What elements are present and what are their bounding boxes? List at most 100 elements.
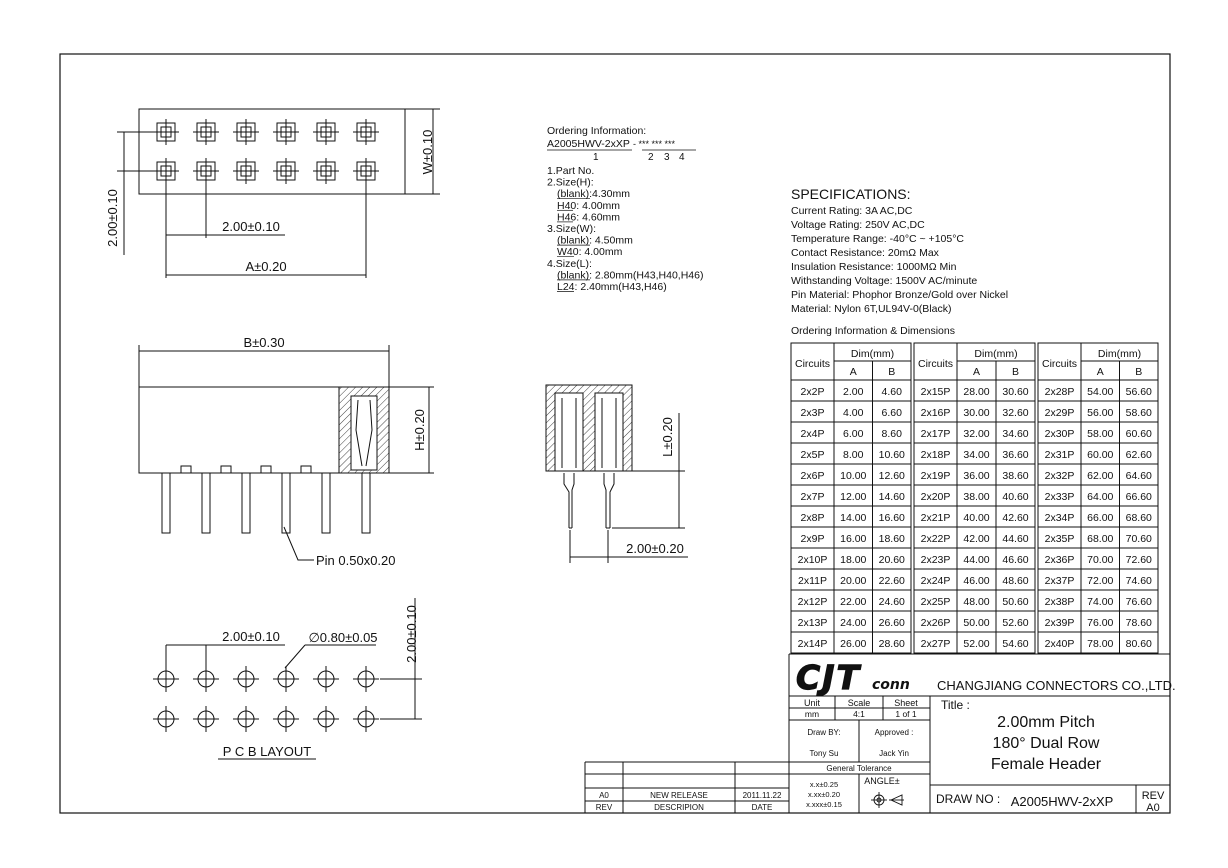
ordering-index-3: 3 bbox=[664, 152, 670, 163]
dim-table-cell: 2x26P bbox=[921, 617, 951, 629]
dim-table-cell: 2x2P bbox=[801, 386, 825, 398]
dim-table-cell: 48.00 bbox=[963, 596, 989, 608]
ordering-suffix: - *** *** *** bbox=[633, 139, 676, 149]
pcb-hole bbox=[313, 666, 339, 692]
top-pin-square bbox=[233, 158, 259, 184]
dim-table-cell: 36.00 bbox=[963, 470, 989, 482]
top-pin-square bbox=[313, 119, 339, 145]
dim-header-b: B bbox=[1135, 366, 1142, 378]
top-pin-square bbox=[273, 119, 299, 145]
dim-table-cell: 2x31P bbox=[1045, 449, 1075, 461]
title-line-2: 180° Dual Row bbox=[993, 735, 1100, 752]
dim-table-cell: 14.60 bbox=[879, 491, 905, 503]
pcb-hole bbox=[153, 666, 179, 692]
front-h-dim: H±0.20 bbox=[412, 409, 427, 451]
dim-table-cell: 36.60 bbox=[1002, 449, 1028, 461]
pcb-hole bbox=[233, 706, 259, 732]
dim-table-cell: 48.60 bbox=[1002, 575, 1028, 587]
dim-table-cell: 52.00 bbox=[963, 638, 989, 650]
dim-table-cell: 2x32P bbox=[1045, 470, 1075, 482]
draw-by-name: Tony Su bbox=[810, 749, 839, 758]
top-view-body bbox=[138, 108, 406, 195]
dim-table-cell: 2x9P bbox=[801, 533, 825, 545]
dim-table-cell: 40.60 bbox=[1002, 491, 1028, 503]
angle-label: ANGLE± bbox=[864, 776, 900, 786]
dim-table-cell: 2x24P bbox=[921, 575, 951, 587]
dim-table-cell: 50.60 bbox=[1002, 596, 1028, 608]
pcb-hole bbox=[153, 706, 179, 732]
pcb-row-dim: 2.00±0.10 bbox=[404, 605, 419, 663]
dim-table-cell: 12.00 bbox=[840, 491, 866, 503]
ordering-line: (blank):4.30mm bbox=[557, 188, 630, 200]
dim-table-cell: 30.00 bbox=[963, 407, 989, 419]
dim-table-cell: 76.60 bbox=[1126, 596, 1152, 608]
ordering-line: L24: 2.40mm(H43,H46) bbox=[557, 281, 667, 293]
dimension-table-title: Ordering Information & Dimensions bbox=[791, 325, 955, 337]
specification-line: Contact Resistance: 20mΩ Max bbox=[791, 247, 940, 259]
company-logo: CJT conn bbox=[795, 657, 927, 698]
dim-table-cell: 32.00 bbox=[963, 428, 989, 440]
dim-table-block bbox=[790, 342, 912, 654]
dim-table-cell: 22.00 bbox=[840, 596, 866, 608]
dim-table-cell: 66.60 bbox=[1126, 491, 1152, 503]
revision-description: NEW RELEASE bbox=[650, 791, 708, 800]
dim-table-cell: 2x12P bbox=[798, 596, 828, 608]
dim-table-cell: 2x28P bbox=[1045, 386, 1075, 398]
dim-table-cell: 2x16P bbox=[921, 407, 951, 419]
dim-table-cell: 46.60 bbox=[1002, 554, 1028, 566]
pcb-hole bbox=[313, 706, 339, 732]
front-pin bbox=[161, 472, 171, 534]
dim-table-cell: 64.60 bbox=[1126, 470, 1152, 482]
draw-no-value: A2005HWV-2xXP bbox=[1011, 794, 1114, 809]
dim-table-cell: 56.60 bbox=[1126, 386, 1152, 398]
dim-table-cell: 8.00 bbox=[843, 449, 864, 461]
specification-line: Current Rating: 3A AC,DC bbox=[791, 205, 913, 217]
dim-table-cell: 6.60 bbox=[882, 407, 903, 419]
dim-table-cell: 2x35P bbox=[1045, 533, 1075, 545]
dim-table-cell: 58.60 bbox=[1126, 407, 1152, 419]
dim-table-cell: 72.60 bbox=[1126, 554, 1152, 566]
dim-table-cell: 2x22P bbox=[921, 533, 951, 545]
top-pin-square bbox=[193, 119, 219, 145]
dim-table-cell: 2x11P bbox=[798, 575, 827, 587]
side-row-dim: 2.00±0.20 bbox=[626, 541, 684, 556]
ordering-part-code: A2005HWV-2xXP bbox=[547, 138, 630, 150]
dim-table-cell: 18.00 bbox=[840, 554, 866, 566]
pcb-layout bbox=[153, 598, 422, 760]
front-standoff bbox=[260, 465, 272, 474]
dim-table-cell: 2x38P bbox=[1045, 596, 1075, 608]
dim-table-cell: 2x10P bbox=[798, 554, 828, 566]
dim-table-cell: 12.60 bbox=[879, 470, 905, 482]
dim-table-cell: 44.00 bbox=[963, 554, 989, 566]
dim-table-cell: 70.60 bbox=[1126, 533, 1152, 545]
dim-table-cell: 10.60 bbox=[879, 449, 905, 461]
dim-table-cell: 74.00 bbox=[1087, 596, 1113, 608]
dim-table-cell: 54.60 bbox=[1002, 638, 1028, 650]
dim-table-cell: 34.60 bbox=[1002, 428, 1028, 440]
dim-table-cell: 62.00 bbox=[1087, 470, 1113, 482]
pcb-hole bbox=[193, 706, 219, 732]
revision-rev: A0 bbox=[599, 791, 609, 800]
specification-line: Withstanding Voltage: 1500V AC/minute bbox=[791, 275, 977, 287]
dim-table-cell: 2x34P bbox=[1045, 512, 1075, 524]
dim-header-b: B bbox=[1012, 366, 1019, 378]
dim-table-cell: 78.00 bbox=[1087, 638, 1113, 650]
dim-table-cell: 42.00 bbox=[963, 533, 989, 545]
top-row-dim: 2.00±0.10 bbox=[105, 189, 120, 247]
front-standoff bbox=[180, 465, 192, 474]
dim-header-circuits: Circuits bbox=[918, 358, 953, 370]
dim-table-cell: 56.00 bbox=[1087, 407, 1113, 419]
dim-table-cell: 2.00 bbox=[843, 386, 864, 398]
specification-line: Voltage Rating: 250V AC,DC bbox=[791, 219, 925, 231]
dim-table-cell: 70.00 bbox=[1087, 554, 1113, 566]
dim-table-cell: 10.00 bbox=[840, 470, 866, 482]
dim-table-cell: 26.00 bbox=[840, 638, 866, 650]
ordering-line: (blank): 2.80mm(H43,H40,H46) bbox=[557, 269, 703, 281]
dim-table-cell: 2x17P bbox=[921, 428, 951, 440]
title-line-3: Female Header bbox=[991, 756, 1102, 773]
dim-header-a: A bbox=[973, 366, 980, 378]
dim-table-cell: 2x8P bbox=[801, 512, 825, 524]
ordering-line: H40: 4.00mm bbox=[557, 200, 620, 212]
